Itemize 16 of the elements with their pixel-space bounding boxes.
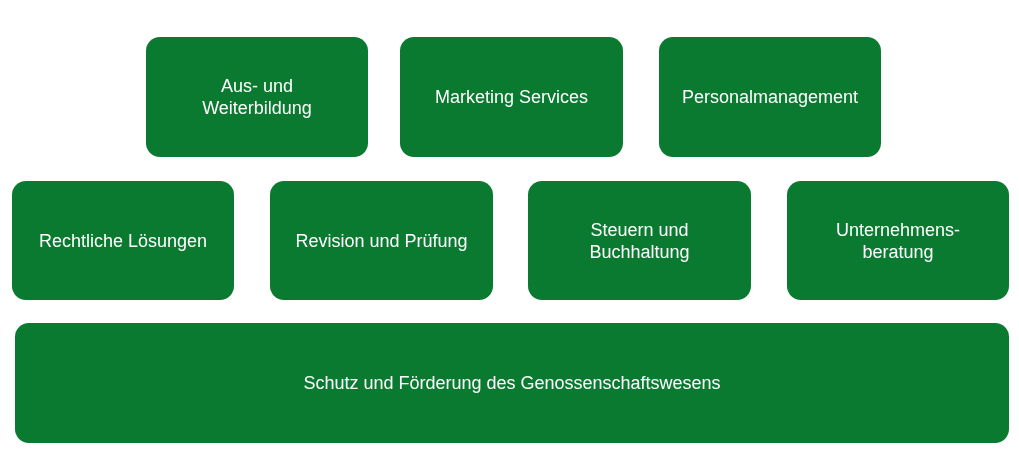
service-box [659,37,881,157]
service-box [146,37,368,157]
box-label: Schutz und Förderung des Genossenschaftswesens [303,372,721,394]
box-label: Personalmanagement [681,86,859,108]
service-box [15,323,1009,443]
service-box [400,37,623,157]
service-box [270,181,493,300]
box-label: Steuern und Buchhaltung [588,218,691,263]
box-label: Rechtliche Lösungen [38,229,208,252]
service-box [528,181,751,300]
service-box [787,181,1009,300]
service-box [12,181,234,300]
box-label: Revision und Prüfung [295,229,468,252]
box-label: Aus- und Weiterbildung [201,75,313,119]
box-label: Marketing Services [434,86,589,108]
box-label: Unternehmens- beratung [834,218,962,263]
